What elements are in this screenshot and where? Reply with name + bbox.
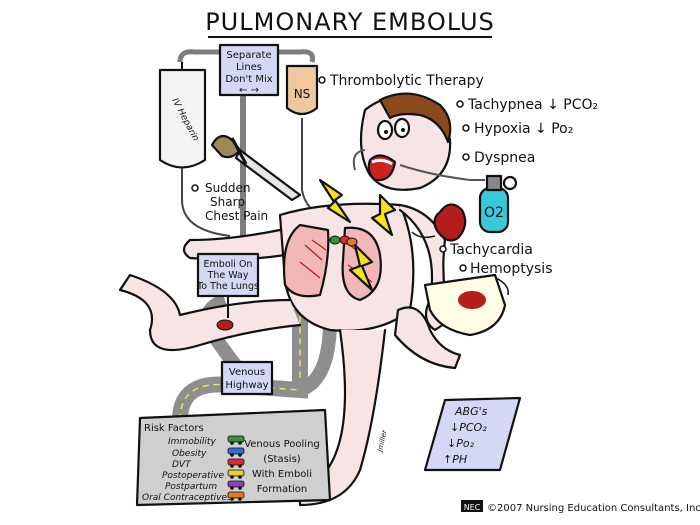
venous-sign-line-2: Highway <box>225 380 268 391</box>
callout-chest-pain-line-3: Chest Pain <box>205 209 268 223</box>
chest-pain-bolts <box>318 178 397 292</box>
abg-line-4: ↑PH <box>443 453 467 466</box>
risk-item-4: Postoperative <box>162 471 224 481</box>
risk-car-icon <box>227 480 245 490</box>
risk-note-line-3: With Emboli <box>252 469 312 480</box>
risk-car-icons <box>227 435 245 501</box>
copyright-footer: NEC ©2007 Nursing Education Consultants,… <box>461 500 700 514</box>
heart-icon <box>433 203 467 242</box>
callout-hemoptysis-text: Hemoptysis <box>470 261 552 277</box>
risk-car-icon <box>227 447 245 457</box>
risk-item-6: Oral Contraceptives <box>142 493 232 503</box>
ns-bag-label: NS <box>294 87 311 101</box>
artist-signature: Jmiller <box>376 428 389 454</box>
risk-car-icon <box>227 469 245 479</box>
emboli-sign-line-1: Emboli On <box>204 259 253 270</box>
heart-arrow <box>411 231 436 239</box>
abg-note: ABG's ↓PCO₂ ↓Po₂ ↑PH <box>423 396 522 472</box>
risk-car-icon <box>227 458 245 468</box>
risk-factors-title: Risk Factors <box>144 423 204 434</box>
nec-logo <box>461 500 483 512</box>
emboli-sign-line-3: To The Lungs <box>196 281 259 292</box>
callout-hypoxia-text: Hypoxia ↓ Po₂ <box>474 121 573 137</box>
risk-note-line-2: (Stasis) <box>263 454 300 465</box>
risk-note-line-1: Venous Pooling <box>244 439 320 450</box>
risk-note-line-4: Formation <box>257 484 307 495</box>
callout-chest-pain-line-1: Sudden <box>205 181 250 195</box>
o2-label: O2 <box>484 205 504 221</box>
callout-tachycardia-text: Tachycardia <box>449 242 533 258</box>
page-title: PULMONARY EMBOLUS <box>205 8 495 36</box>
callout-chest-pain-line-2: Sharp <box>210 195 245 209</box>
copyright-text: ©2007 Nursing Education Consultants, Inc… <box>487 503 700 514</box>
callout-hypoxia: Hypoxia ↓ Po₂ <box>462 121 573 137</box>
callout-hemoptysis: Hemoptysis <box>459 261 552 277</box>
emboli-sign-line-2: The Way <box>207 270 249 281</box>
nec-logo-text: NEC <box>464 503 481 512</box>
separate-lines-text-3: Don't Mix <box>225 74 272 85</box>
left-eye <box>376 119 394 141</box>
hemoptysis-tissue <box>423 273 509 337</box>
abg-line-2: ↓PCO₂ <box>450 421 487 434</box>
risk-item-3: DVT <box>172 460 192 470</box>
oxygen-tank: O2 <box>352 149 518 234</box>
emboli-clots <box>216 235 358 331</box>
separate-lines-text-1: Separate <box>226 50 271 61</box>
callout-dyspnea: Dyspnea <box>462 150 535 166</box>
callout-thrombolytic-text: Thrombolytic Therapy <box>329 73 484 89</box>
ns-bag: NS <box>285 64 331 223</box>
callout-chest-pain: Sudden Sharp Chest Pain <box>191 181 268 223</box>
risk-factors-box: Risk Factors Immobility Obesity DVT Post… <box>135 408 332 507</box>
emboli-sign: Emboli On The Way To The Lungs <box>196 252 260 318</box>
risk-car-icon <box>227 435 245 445</box>
venous-sign-line-1: Venous <box>229 367 265 378</box>
separate-lines-text-2: Lines <box>236 62 262 73</box>
abg-line-3: ↓Po₂ <box>447 437 475 450</box>
callout-tachypnea-text: Tachypnea ↓ PCO₂ <box>467 97 598 113</box>
patient-head <box>359 92 452 191</box>
risk-item-2: Obesity <box>172 449 207 459</box>
risk-item-1: Immobility <box>168 437 216 447</box>
callout-thrombolytic: Thrombolytic Therapy <box>318 73 484 89</box>
separate-lines-sign: Separate Lines Don't Mix ← → <box>218 43 280 97</box>
dagger-icon <box>210 134 302 202</box>
separate-lines-arrows: ← → <box>239 85 259 96</box>
callout-tachypnea: Tachypnea ↓ PCO₂ <box>456 97 598 113</box>
iv-heparin-bag: IV Heparin <box>158 62 231 237</box>
risk-car-icon <box>227 491 245 501</box>
risk-item-5: Postpartum <box>165 482 217 492</box>
callout-dyspnea-text: Dyspnea <box>474 150 535 166</box>
callout-tachycardia: Tachycardia <box>439 242 533 258</box>
abg-line-1: ABG's <box>454 405 488 418</box>
right-eye <box>393 117 411 139</box>
venous-highway-sign: Venous Highway <box>220 360 274 396</box>
